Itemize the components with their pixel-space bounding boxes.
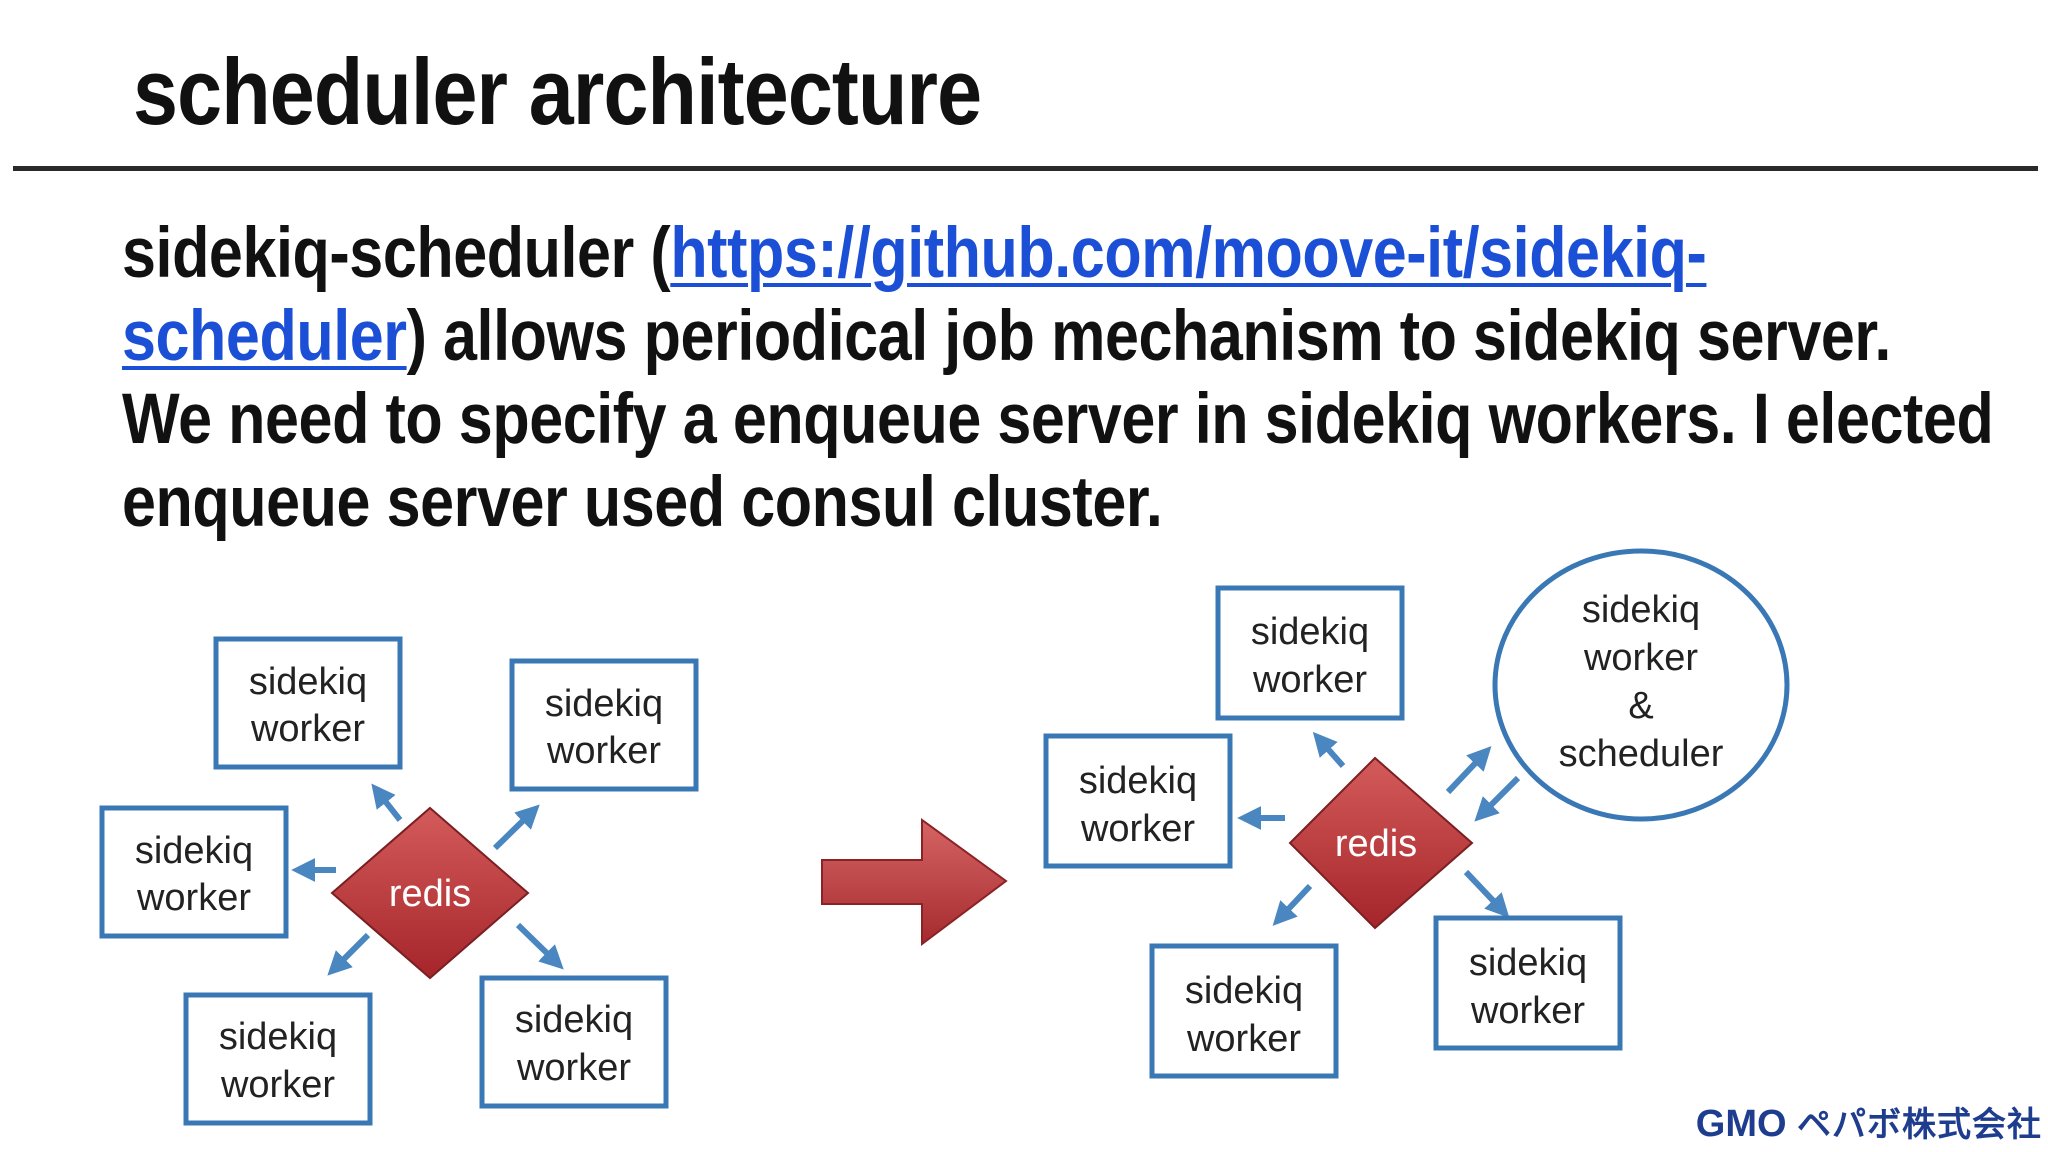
svg-text:sidekiq: sidekiq: [135, 830, 253, 872]
worker-box: sidekiq worker: [213, 636, 403, 770]
arrow-up-left: [371, 783, 403, 822]
arrow-down-left: [327, 932, 371, 976]
worker-box: sidekiq worker: [1149, 943, 1339, 1079]
svg-text:worker: worker: [546, 730, 661, 772]
svg-text:worker: worker: [220, 1064, 335, 1106]
svg-text:worker: worker: [1080, 808, 1195, 850]
body-line-1-text: sidekiq-scheduler (: [122, 214, 671, 293]
gmo-brand: GMO: [1695, 1103, 1787, 1145]
redis-node-before: redis: [330, 806, 530, 980]
redis-label: redis: [1335, 823, 1417, 865]
svg-text:sidekiq: sidekiq: [1079, 760, 1197, 802]
worker-box: sidekiq worker: [1433, 915, 1623, 1051]
svg-text:worker: worker: [1583, 637, 1698, 679]
svg-text:worker: worker: [1186, 1018, 1301, 1060]
svg-text:sidekiq: sidekiq: [219, 1016, 337, 1058]
worker-box: sidekiq worker: [1043, 733, 1233, 869]
svg-text:sidekiq: sidekiq: [545, 683, 663, 725]
svg-text:sidekiq: sidekiq: [515, 999, 633, 1041]
svg-text:sidekiq: sidekiq: [1582, 589, 1700, 631]
title-divider: [13, 166, 2038, 171]
svg-text:sidekiq: sidekiq: [1251, 611, 1369, 653]
redis-node-after: redis: [1288, 756, 1474, 930]
arrow-down-left: [1272, 883, 1313, 926]
worker-box: sidekiq worker: [479, 975, 669, 1109]
body-line-4: enqueue server used consul cluster.: [122, 463, 1163, 542]
arrow-up-right: [492, 804, 540, 851]
arrow-down-right: [1463, 869, 1510, 918]
company-logo: GMO ペパボ株式会社: [1696, 1097, 2042, 1146]
svg-text:worker: worker: [1470, 990, 1585, 1032]
github-link-part-2[interactable]: scheduler: [122, 297, 407, 376]
svg-text:scheduler: scheduler: [1559, 733, 1724, 775]
svg-text:sidekiq: sidekiq: [249, 661, 367, 703]
worker-box: sidekiq worker: [1215, 585, 1405, 721]
body-line-1: sidekiq-scheduler (https://github.com/mo…: [122, 212, 1773, 295]
svg-text:sidekiq: sidekiq: [1185, 970, 1303, 1012]
svg-text:sidekiq: sidekiq: [1469, 942, 1587, 984]
github-link-part-1[interactable]: https://github.com/moove-it/sidekiq-: [670, 214, 1707, 293]
arrow-up-left: [1312, 731, 1346, 768]
worker-box: sidekiq worker: [509, 658, 699, 792]
body-line-2-text: ) allows periodical job mechanism to sid…: [406, 297, 1892, 376]
before-arrows: [291, 783, 564, 976]
svg-text:worker: worker: [136, 877, 251, 919]
scheduler-node: sidekiq worker & scheduler: [1492, 548, 1790, 822]
diagram-before: redis sidekiq worker sidekiq worker side…: [99, 636, 699, 1126]
arrow-up-right: [1445, 746, 1492, 795]
company-name: ペパボ株式会社: [1797, 1106, 2042, 1144]
slide-body: sidekiq-scheduler (https://github.com/mo…: [122, 212, 1994, 544]
svg-text:worker: worker: [1252, 659, 1367, 701]
right-arrow-icon: [821, 818, 1008, 946]
body-line-3: We need to specify a enqueue server in s…: [122, 380, 1994, 459]
arrow-down-right: [515, 922, 564, 970]
worker-box: sidekiq worker: [99, 805, 289, 939]
slide-title: scheduler architecture: [133, 39, 982, 144]
arrow-scheduler-to-redis: [1474, 775, 1521, 822]
diagram-after: redis sidekiq worker sidekiq worker side…: [1043, 548, 1790, 1079]
worker-box: sidekiq worker: [183, 992, 373, 1126]
svg-text:&: &: [1628, 685, 1653, 727]
svg-text:worker: worker: [516, 1047, 631, 1089]
redis-label: redis: [389, 873, 471, 915]
svg-text:worker: worker: [250, 708, 365, 750]
after-arrows: [1237, 731, 1521, 926]
body-line-2: scheduler) allows periodical job mechani…: [122, 295, 1891, 378]
